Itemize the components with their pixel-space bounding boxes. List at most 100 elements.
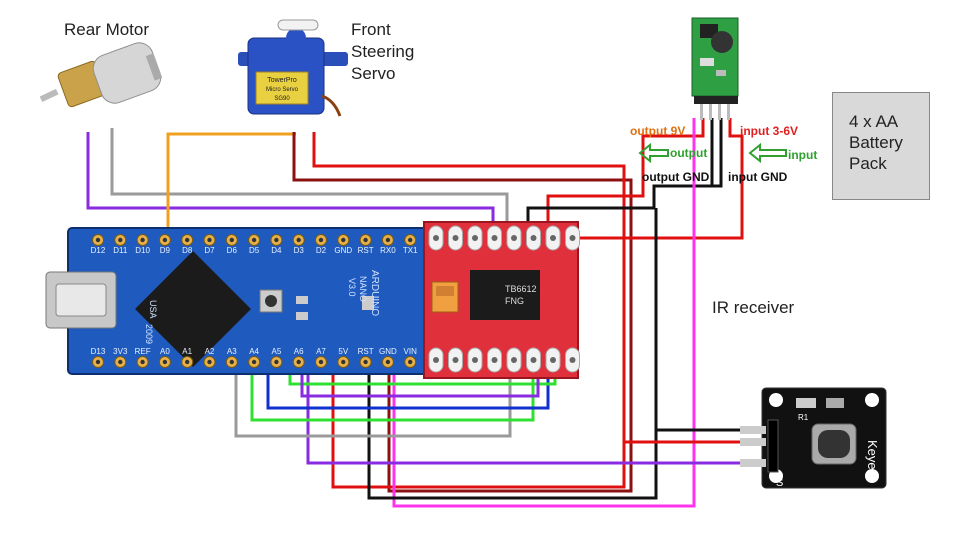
rear-motor-label: Rear Motor [64,20,150,39]
pin-hole [385,237,391,243]
arduino-name-2: NANO [358,276,368,302]
pin-label: GND [334,246,352,255]
driver-pad-hole [452,235,459,241]
pin-label: A5 [272,347,282,356]
driver-pad-hole [550,357,556,363]
pin-hole [296,237,301,243]
ir-s-label: S [776,477,783,489]
wire-magenta-vin [392,118,696,508]
arduino-name-3: V3.0 [347,278,357,297]
driver-pad-hole [433,235,439,241]
pin-label: D10 [135,246,150,255]
servo-label-line3: Servo [351,64,396,83]
arduino-nano-board [45,227,431,375]
pin-hole [118,237,123,243]
pin-hole [229,237,234,243]
pin-hole [296,359,301,365]
pin-label: A3 [227,347,237,356]
driver-chip-line1: TB6612 [505,284,537,294]
pin-hole [207,359,212,365]
pin-hole [185,237,190,243]
pin-label: D13 [91,347,106,356]
driver-pad-hole [569,235,576,241]
driver-top-pins [428,225,580,251]
pin-hole [185,359,190,365]
pin-label: A2 [205,347,215,356]
output-gnd-label: output GND [642,170,710,184]
servo-sub: SG90 [274,96,290,102]
wire-gray-motor [110,128,509,232]
wire-black-input-gnd [712,118,723,188]
driver-pad-hole [530,357,537,363]
pin-hole [118,359,123,365]
pin-label: D8 [182,246,193,255]
servo-icon: TowerPro Micro Servo SG90 [238,19,348,117]
arduino-name-1: ARDUINO [369,270,380,316]
wire-black-output-gnd [526,118,714,232]
driver-pad-hole [511,357,517,363]
pin-label: A7 [316,347,326,356]
pin-hole [408,359,413,365]
driver-pad-hole [491,357,498,363]
pin-label: TX1 [403,246,418,255]
output-arrow-icon [638,142,669,164]
pin-label: D3 [294,246,305,255]
rear-motor-icon [39,42,163,108]
voltage-regulator-icon [691,17,739,120]
pin-label: D7 [204,246,215,255]
driver-pad-hole [511,235,517,241]
pin-label: D2 [316,246,327,255]
arduino-year: 2009 [144,324,154,344]
pin-label: REF [135,347,151,356]
pin-hole [140,359,145,365]
driver-bottom-pins [428,347,580,373]
pin-hole [385,359,391,365]
driver-chip-line2: FNG [505,296,524,306]
pin-hole [251,237,257,243]
pin-hole [95,237,101,243]
pin-hole [162,237,168,243]
pin-label: D9 [160,246,171,255]
driver-pad-hole [550,235,556,241]
pin-label: 3V3 [113,347,128,356]
driver-pad-hole [491,235,498,241]
servo-brand: TowerPro [267,77,297,84]
ir-keyes-label: Keyes [865,440,880,477]
pin-label: VIN [404,347,418,356]
pin-hole [363,359,368,365]
driver-pad-hole [472,357,478,363]
output-9v-label: output 9V [630,124,686,138]
pin-label: A6 [294,347,304,356]
battery-label-line3: Pack [849,154,887,173]
wire-red-servo [312,132,626,489]
output-arrow-label: output [670,146,708,160]
wire-red-input [572,118,744,240]
pin-hole [207,237,212,243]
pin-hole [341,359,346,365]
pin-hole [274,359,279,365]
pin-hole [251,359,257,365]
pin-label: D11 [113,246,128,255]
pin-label: A4 [249,347,259,356]
pin-label: 5V [338,347,348,356]
pin-label: RX0 [380,246,396,255]
driver-pad-hole [530,235,537,241]
pin-hole [140,237,145,243]
pin-hole [341,237,346,243]
pin-label: RST [358,246,374,255]
input-gnd-label: input GND [728,170,788,184]
wire-darkred-servo [292,132,633,493]
servo-label-line2: Steering [351,42,415,61]
pin-hole [95,359,101,365]
pin-label: RST [358,347,374,356]
pin-label: D12 [91,246,106,255]
battery-label-line1: 4 x AA [849,112,899,131]
ir-r1-label: R1 [798,413,809,422]
pin-hole [408,237,413,243]
ir-receiver-label: IR receiver [712,298,795,317]
wire-orange-servo [166,132,296,240]
driver-pad-hole [472,235,478,241]
pin-label: D4 [271,246,282,255]
pin-hole [318,237,324,243]
